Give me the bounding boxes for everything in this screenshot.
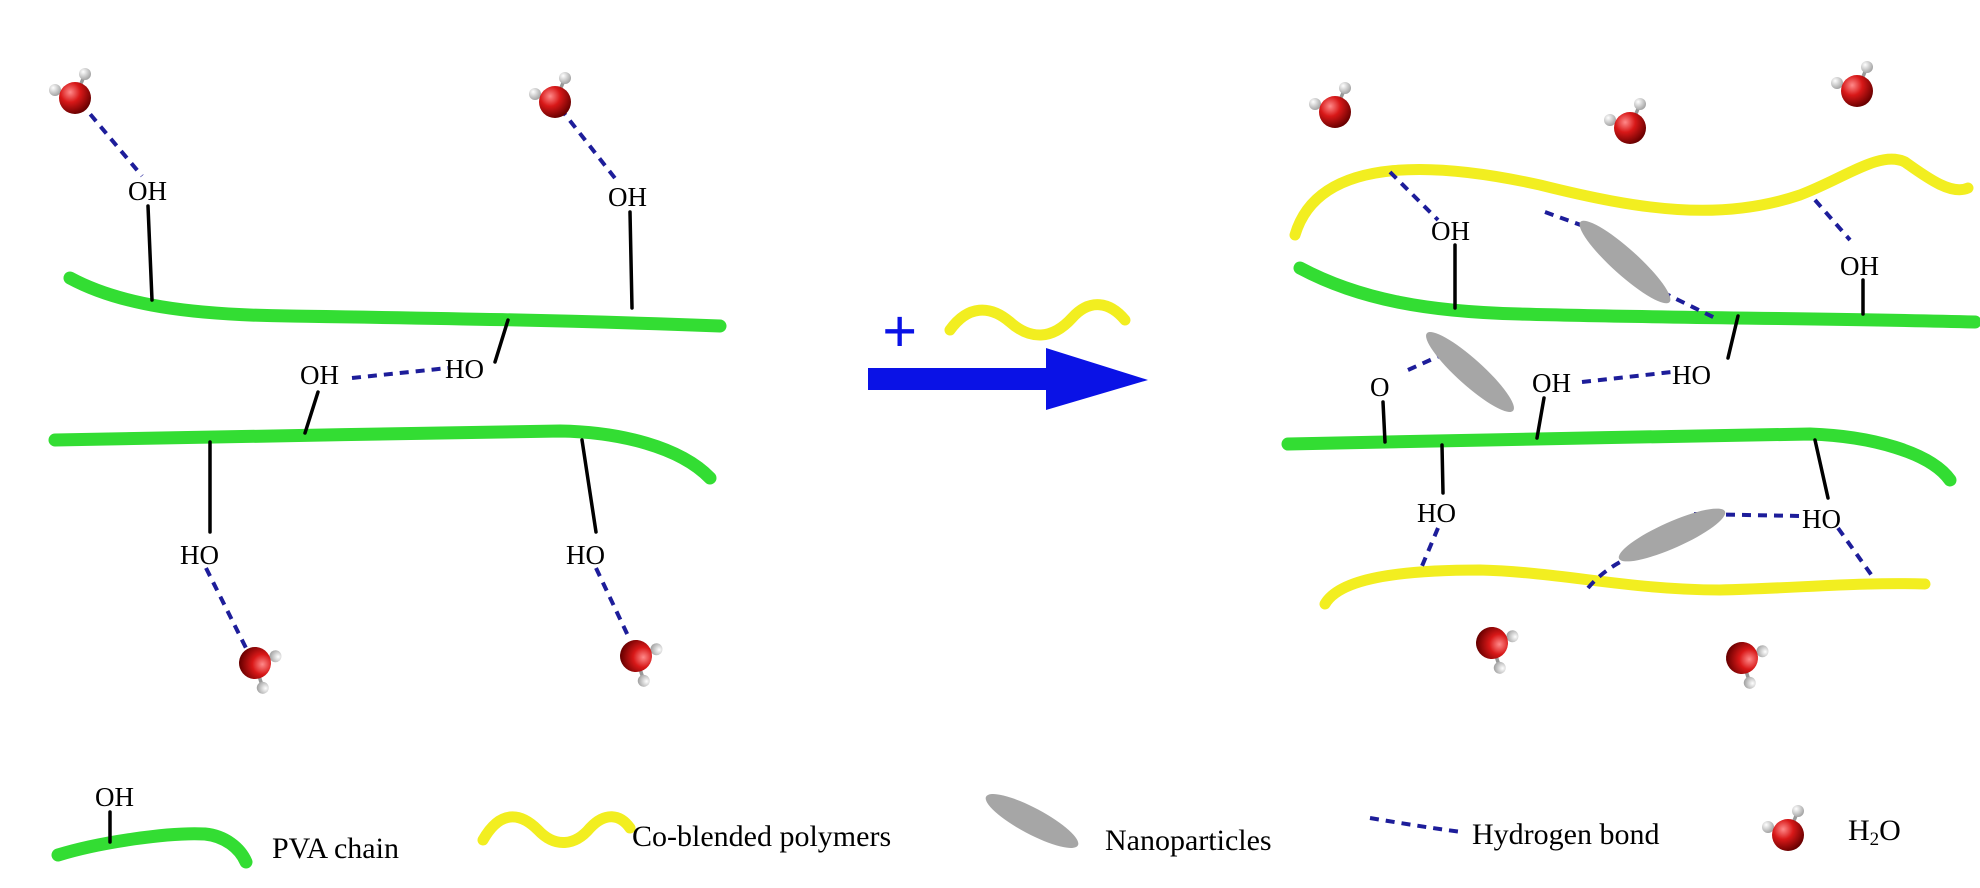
legend-label-nanoparticles: Nanoparticles xyxy=(1105,824,1272,857)
oh-label: OH xyxy=(128,176,167,206)
water-molecule-icon xyxy=(1307,80,1353,130)
hydrogen-bond xyxy=(1581,370,1673,384)
oh-label: OH xyxy=(1840,251,1879,281)
ho-label: HO xyxy=(180,540,219,570)
oh-stick xyxy=(1535,396,1546,440)
oh-stick xyxy=(628,210,634,310)
legend-label-h2o: H2O xyxy=(1848,814,1901,850)
oh-label: OH xyxy=(1431,216,1470,246)
ho-stick xyxy=(1813,438,1830,500)
co-blended-polymer-icon xyxy=(944,299,1131,341)
oh-stick xyxy=(303,390,320,435)
legend-item-pva-chain: OH PVA chain xyxy=(51,782,399,869)
legend-label-co-blended: Co-blended polymers xyxy=(632,820,891,853)
water-molecule-icon xyxy=(611,625,677,692)
pva-chain-upper xyxy=(1293,261,1980,329)
ho-label: HO xyxy=(1417,498,1456,528)
hydrogen-bond xyxy=(1836,526,1877,582)
legend-item-co-blended: Co-blended polymers xyxy=(477,811,891,853)
hydrogen-bond xyxy=(1661,290,1716,320)
ho-label: HO xyxy=(566,540,605,570)
ho-stick xyxy=(493,318,510,364)
oh-stick xyxy=(146,204,154,302)
hydrogen-bond-legend-icon xyxy=(1369,816,1463,834)
hydrogen-bond xyxy=(558,106,620,184)
water-molecule-icon xyxy=(1760,803,1806,853)
legend-label-pva-chain: PVA chain xyxy=(272,832,399,865)
hydrogen-bond xyxy=(78,100,144,178)
co-blended-chain-lower xyxy=(1319,564,1931,610)
water-molecule-icon xyxy=(527,70,573,120)
pva-chain-upper xyxy=(63,271,727,333)
legend: OH PVA chain Co-blended polymers Nanopar… xyxy=(51,782,1901,869)
nanoparticle-icon xyxy=(1579,220,1671,304)
ho-stick xyxy=(580,438,598,534)
water-molecule-icon xyxy=(1717,627,1783,694)
pva-chain-lower xyxy=(48,424,717,485)
hydrogen-bond xyxy=(204,567,248,649)
hydrogen-bond xyxy=(594,567,632,641)
hydrogen-bond xyxy=(1420,527,1440,567)
ho-label: HO xyxy=(1802,504,1841,534)
oh-label: OH xyxy=(95,782,134,812)
legend-item-nanoparticles: Nanoparticles xyxy=(985,794,1272,857)
process-arrow-icon xyxy=(1046,348,1148,410)
water-molecule-icon xyxy=(47,66,93,116)
co-blended-polymer-icon xyxy=(477,811,636,848)
o-stick xyxy=(1381,400,1387,444)
nanoparticle-icon xyxy=(985,794,1079,848)
oh-label: OH xyxy=(300,360,339,390)
process-arrow: + xyxy=(868,298,1148,410)
process-arrow-shaft xyxy=(868,368,1048,390)
co-blended-chain-upper xyxy=(1289,153,1974,241)
right-panel: OH OH HO O OH HO HO xyxy=(1281,59,1980,694)
ho-label: HO xyxy=(1672,360,1711,390)
oh-label: OH xyxy=(608,182,647,212)
left-panel: OH OH OH HO HO HO xyxy=(47,66,727,699)
hydrogen-bond xyxy=(351,366,449,380)
water-molecule-icon xyxy=(1829,59,1875,109)
pva-chain-legend-icon xyxy=(51,827,253,869)
water-molecule-icon xyxy=(1467,612,1533,679)
hydrogen-bond xyxy=(1388,170,1440,222)
plus-sign: + xyxy=(882,298,917,366)
ho-label: HO xyxy=(445,354,484,384)
oh-label: OH xyxy=(1532,368,1571,398)
ho-stick xyxy=(1440,443,1445,495)
o-label: O xyxy=(1370,372,1390,402)
hydrogen-bond xyxy=(1813,198,1852,242)
ho-stick xyxy=(1726,314,1740,360)
nanoparticle-icon xyxy=(1618,508,1726,562)
legend-label-hydrogen-bond: Hydrogen bond xyxy=(1472,818,1659,851)
nanoparticle-icon xyxy=(1426,332,1514,412)
pva-chain-lower xyxy=(1281,427,1957,487)
water-molecule-icon xyxy=(1602,96,1648,146)
legend-item-h2o: H2O xyxy=(1760,803,1901,853)
legend-item-hydrogen-bond: Hydrogen bond xyxy=(1369,816,1659,851)
